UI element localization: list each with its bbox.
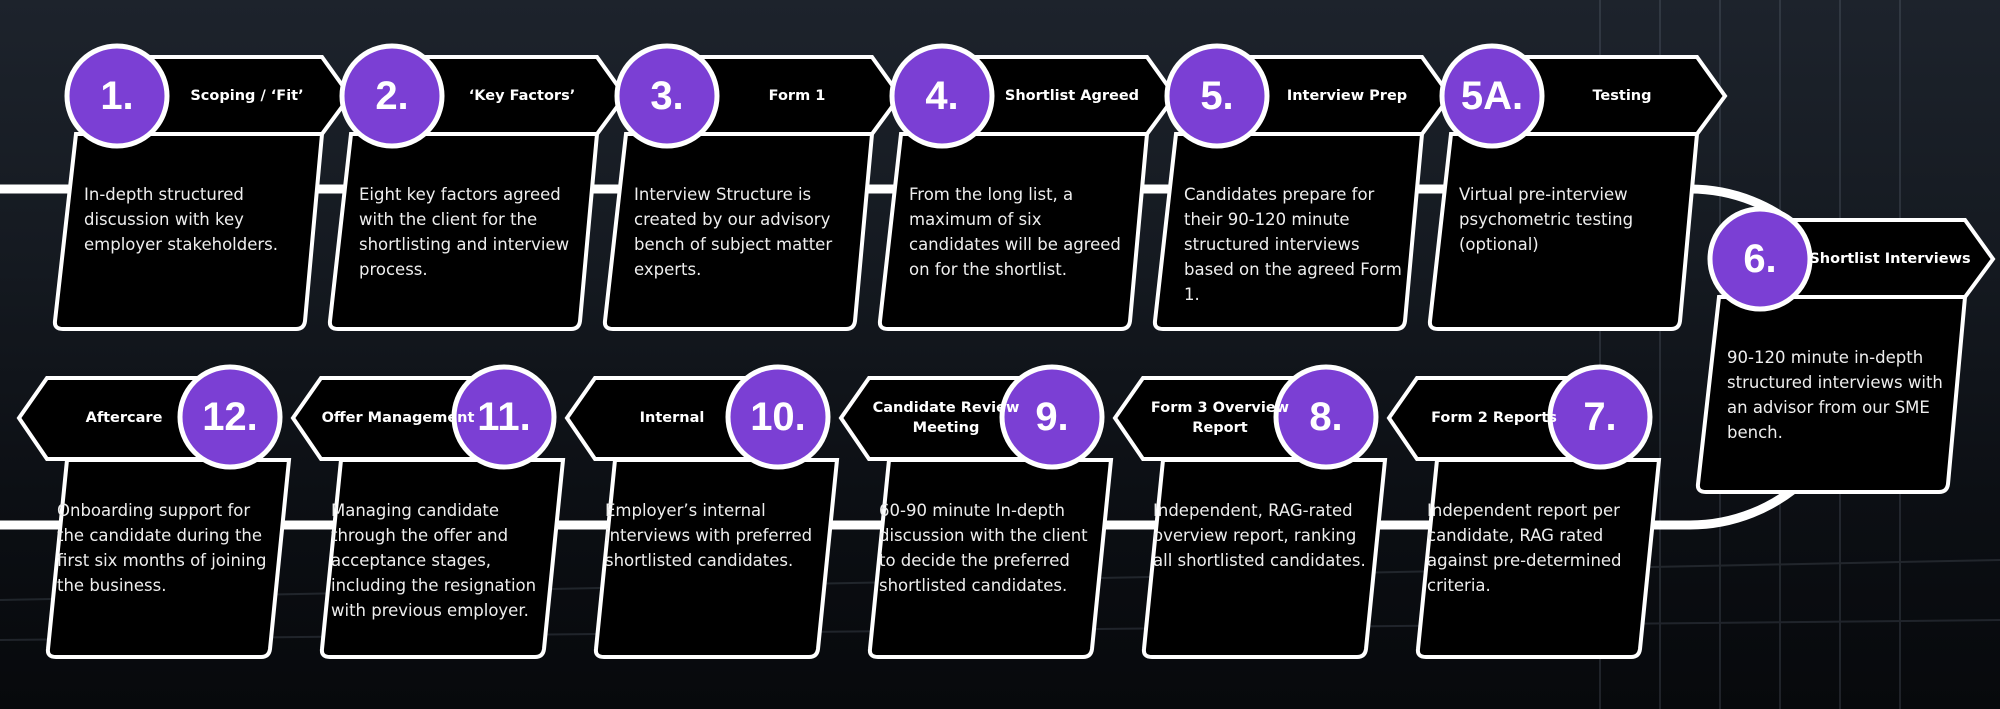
- step-circle: [1439, 43, 1545, 149]
- step-title: Testing: [1592, 88, 1652, 104]
- step-circle: [1273, 364, 1379, 470]
- card-shape: [16, 364, 292, 659]
- card-shape: [1695, 206, 1996, 494]
- step-description: Independent report per candidate, RAG ra…: [1427, 501, 1622, 595]
- step-description: Employer’s internal interviews with pref…: [605, 501, 813, 570]
- step-number: 7.: [1583, 394, 1617, 439]
- step-number: 9.: [1035, 394, 1069, 439]
- step-card: 9. Candidate Review Meeting 60-90 minute…: [838, 364, 1141, 676]
- step-title: Aftercare: [85, 410, 163, 426]
- step-title: Shortlist Interviews: [1809, 251, 1971, 267]
- step-title: Shortlist Agreed: [1004, 88, 1140, 104]
- step-title: ‘Key Factors’: [468, 88, 576, 104]
- step-card: 5A. Testing Virtual pre-interview psycho…: [1427, 40, 1729, 340]
- step-number: 8.: [1309, 394, 1343, 439]
- step-title: Form 2 Reports: [1431, 410, 1557, 426]
- step-card: 11. Offer Management Managing candidate …: [290, 364, 593, 676]
- step-circle: [1707, 206, 1813, 312]
- card-body: [602, 132, 875, 331]
- step-number: 6.: [1743, 236, 1777, 281]
- card-shape: [290, 364, 566, 659]
- card-body: [593, 458, 840, 659]
- step-number: 5.: [1200, 73, 1234, 118]
- step-number: 4.: [925, 73, 959, 118]
- step-card: 1. Scoping / ‘Fit’ In-depth structured d…: [52, 40, 354, 340]
- step-number: 10.: [750, 394, 806, 439]
- step-card: 3. Form 1 Interview Structure is created…: [602, 40, 904, 340]
- step-description: Candidates prepare for their 90-120 minu…: [1184, 185, 1402, 304]
- card-shape: [1386, 364, 1662, 659]
- step-circle: [999, 364, 1105, 470]
- step-number: 2.: [375, 73, 409, 118]
- card-body: [1152, 132, 1425, 331]
- step-description: In-depth structured discussion with key …: [84, 185, 279, 254]
- card-body: [45, 458, 292, 659]
- step-number: 3.: [650, 73, 684, 118]
- step-circle: [725, 364, 831, 470]
- card-body: [1427, 132, 1700, 331]
- card-shape: [838, 364, 1114, 659]
- step-title: Candidate Review Meeting: [872, 400, 1020, 436]
- step-number: 1.: [100, 73, 134, 118]
- step-card: 10. Internal Employer’s internal intervi…: [564, 364, 867, 676]
- step-card: 4. Shortlist Agreed From the long list, …: [877, 40, 1179, 340]
- step-description: Independent, RAG-rated overview report, …: [1153, 501, 1366, 570]
- card-shape: [1112, 364, 1388, 659]
- card-body: [867, 458, 1114, 659]
- card-body: [1695, 295, 1968, 494]
- card-body: [327, 132, 600, 331]
- step-title: Form 1: [768, 88, 826, 104]
- step-circle: [64, 43, 170, 149]
- step-card: 12. Aftercare Onboarding support for the…: [16, 364, 319, 676]
- card-shape: [327, 43, 628, 331]
- step-title: Interview Prep: [1286, 88, 1408, 104]
- card-shape: [602, 43, 903, 331]
- card-shape: [52, 43, 353, 331]
- card-shape: [564, 364, 840, 659]
- step-circle: [1164, 43, 1270, 149]
- step-circle: [451, 364, 557, 470]
- step-card: 6. Shortlist Interviews 90-120 minute in…: [1695, 203, 1997, 503]
- card-body: [1415, 458, 1662, 659]
- step-card: 2. ‘Key Factors’ Eight key factors agree…: [327, 40, 629, 340]
- step-number: 5A.: [1460, 73, 1524, 118]
- step-description: Virtual pre-interview psychometric testi…: [1459, 185, 1634, 254]
- card-shape: [1152, 43, 1453, 331]
- step-title: Internal: [639, 410, 705, 426]
- step-number: 12.: [202, 394, 258, 439]
- step-description: Eight key factors agreed with the client…: [359, 185, 570, 279]
- step-description: Interview Structure is created by our ad…: [634, 185, 833, 279]
- card-body: [319, 458, 566, 659]
- step-card: 8. Form 3 Overview Report Independent, R…: [1112, 364, 1415, 676]
- step-title: Form 3 Overview Report: [1150, 400, 1290, 436]
- step-description: Managing candidate through the offer and…: [331, 501, 537, 620]
- step-number: 11.: [477, 394, 531, 439]
- card-shape: [877, 43, 1178, 331]
- card-body: [877, 132, 1150, 331]
- step-description: 60-90 minute In-depth discussion with th…: [879, 501, 1088, 595]
- card-shape: [1427, 43, 1728, 331]
- card-body: [52, 132, 325, 331]
- step-card: 7. Form 2 Reports Independent report per…: [1386, 364, 1689, 676]
- step-title: Offer Management: [321, 410, 475, 426]
- step-circle: [1547, 364, 1653, 470]
- step-circle: [339, 43, 445, 149]
- card-body: [1141, 458, 1388, 659]
- step-description: From the long list, a maximum of six can…: [909, 185, 1121, 279]
- step-circle: [614, 43, 720, 149]
- step-card: 5. Interview Prep Candidates prepare for…: [1152, 40, 1454, 340]
- step-description: 90-120 minute in-depth structured interv…: [1727, 348, 1943, 442]
- step-description: Onboarding support for the candidate dur…: [57, 501, 267, 595]
- step-circle: [177, 364, 283, 470]
- step-circle: [889, 43, 995, 149]
- step-title: Scoping / ‘Fit’: [190, 88, 304, 104]
